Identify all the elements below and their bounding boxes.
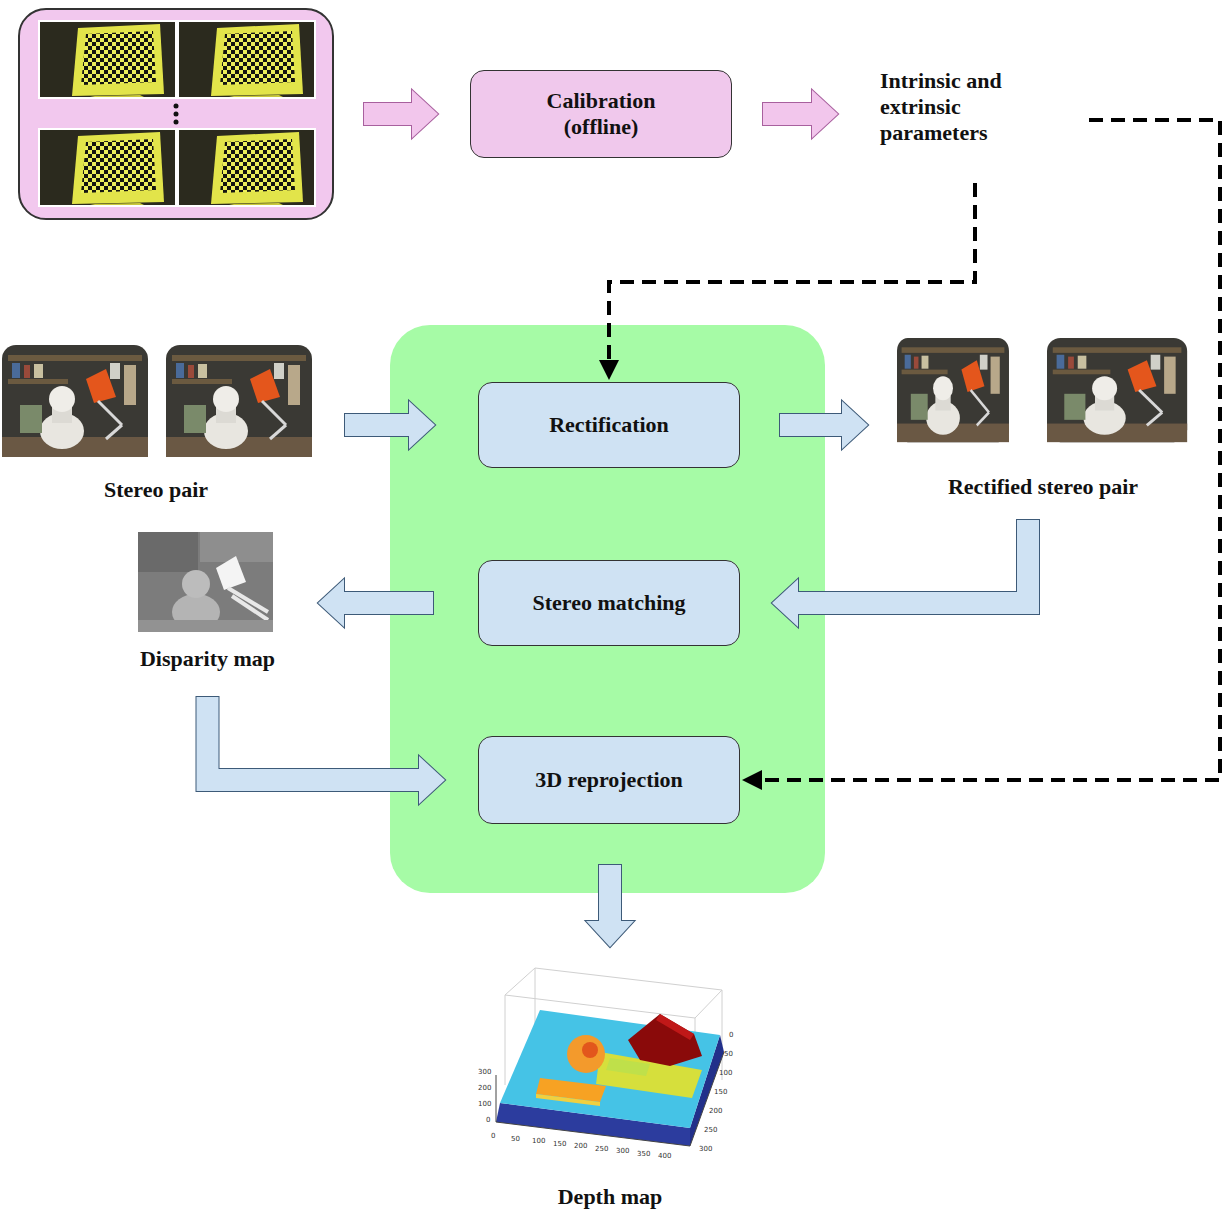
arrow-head [742,770,762,790]
image-block: Depth map [470,955,750,1210]
block-arrow [762,90,838,138]
axis-tick-label: 150 [553,1140,566,1148]
arrow-head [586,921,634,947]
image-block: Stereo pair [0,338,312,503]
axis-tick-label: 300 [699,1145,712,1153]
arrow-head-outline [812,90,838,138]
image-block: Disparity map [110,530,305,672]
arrow-shaft [343,592,433,614]
arrow-head [812,90,838,138]
arrow-outline [363,102,413,126]
axis-tick-label: 100 [719,1069,732,1077]
block-arrow [772,519,1028,627]
arrow-head-outline [772,579,798,627]
axis-tick-label: 300 [616,1147,629,1155]
arrow-outline [344,413,410,437]
block-arrow [779,401,868,449]
image-caption: Stereo pair [104,477,208,503]
arrow-head [842,401,868,449]
arrow-shaft [780,414,843,436]
arrow-head-outline [318,579,344,627]
arrow-head-outline [412,90,438,138]
arrow-outline [208,696,421,780]
arrow-outline [797,519,1028,603]
arrow-head-outline [409,401,435,449]
arrow-outline [343,591,434,615]
axis-tick-label: 300 [478,1068,491,1076]
image-caption: Rectified stereo pair [948,474,1138,500]
axis-tick-label: 0 [486,1116,490,1124]
calibration-image-panel [18,8,334,220]
image-caption: Disparity map [140,646,275,672]
arrow-head [409,401,435,449]
arrow-shaft [797,520,1028,603]
node-text: Stereo matching [533,590,686,616]
arrow-shaft [208,697,421,780]
node-text: Calibration (offline) [516,88,686,140]
arrow-head-outline [586,921,634,947]
block-arrow [208,696,446,804]
arrow-head [599,360,619,380]
arrow-head [419,756,445,804]
image-caption: Depth map [558,1184,663,1210]
process-box: Calibration (offline) [470,70,732,158]
arrow-head [772,579,798,627]
axis-tick-label: 0 [729,1031,733,1039]
process-box: 3D reprojection [478,736,740,824]
axis-tick-label: 100 [532,1137,545,1145]
processing-region: RectificationStereo matching 3D reproject… [390,325,825,893]
axis-tick-label: 50 [724,1050,733,1058]
node-text: Rectification [549,412,669,438]
block-arrow [586,864,634,947]
axis-tick-label: 250 [704,1126,717,1134]
arrow-head [318,579,344,627]
dashed-arrow [599,183,975,380]
arrow-outline [762,102,813,126]
axis-tick-label: 150 [714,1088,727,1096]
arrow-shaft [599,865,621,922]
axis-tick-label: 200 [574,1142,587,1150]
parameter-text: Intrinsic and extrinsic parameters [880,68,1059,168]
dashed-line [761,120,1220,780]
block-arrow [318,579,434,627]
image-block: Rectified stereo pair [893,335,1193,500]
axis-tick-label: 50 [511,1135,520,1143]
dashed-line [609,183,975,361]
dashed-arrow [742,120,1220,790]
arrow-outline [598,864,622,922]
axis-tick-label: 250 [595,1145,608,1153]
arrow-head-outline [419,756,445,804]
process-box: Stereo matching [478,560,740,646]
arrow-outline [779,413,843,437]
arrow-shaft [763,103,813,125]
axis-tick-label: 350 [637,1150,650,1158]
axis-tick-label: 400 [658,1152,671,1160]
axis-tick-label: 0 [491,1132,495,1140]
axis-tick-label: 200 [478,1084,491,1092]
node-text: 3D reprojection [535,767,683,793]
axis-tick-label: 200 [709,1107,722,1115]
arrow-head [412,90,438,138]
arrow-shaft [364,103,413,125]
process-box: Rectification [478,382,740,468]
axis-tick-label: 100 [478,1100,491,1108]
node-text: Intrinsic and extrinsic parameters [880,68,1059,146]
arrow-head-outline [842,401,868,449]
block-arrow [363,90,438,138]
arrow-shaft [345,414,410,436]
block-arrow [344,401,435,449]
